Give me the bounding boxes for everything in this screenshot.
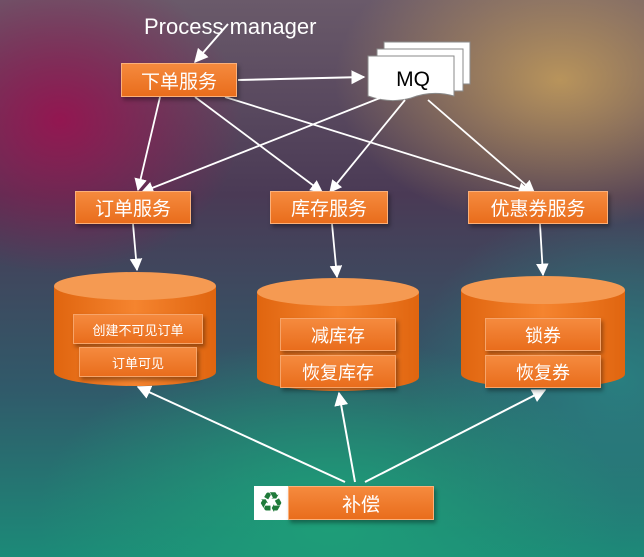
title-pointer-arrow: [194, 23, 229, 64]
order-db-step-visible: 订单可见: [79, 347, 197, 377]
arrow-compensate-to-order-db: [136, 385, 346, 483]
order-service-box: 订单服务: [75, 191, 191, 224]
arrow-coupon-to-db: [536, 223, 549, 277]
arrow-top-to-order: [134, 96, 161, 192]
inventory-db-step-decrease: 减库存: [280, 318, 396, 351]
compensate-box: 补偿: [288, 486, 434, 520]
arrow-top-to-inventory: [194, 96, 324, 193]
arrow-inventory-to-db: [329, 223, 343, 279]
inventory-db-step-restore: 恢复库存: [280, 355, 396, 388]
coupon-service-box: 优惠券服务: [468, 191, 608, 224]
arrow-order-to-db: [129, 223, 143, 272]
arrow-top-to-mq: [237, 70, 366, 85]
coupon-db-step-lock: 锁券: [485, 318, 601, 351]
arrow-mq-to-order: [140, 97, 381, 194]
inventory-service-box: 库存服务: [270, 191, 388, 224]
arrow-mq-to-coupon: [427, 99, 535, 193]
diagram-title: Process manager: [144, 14, 317, 39]
arrow-mq-to-inventory: [329, 99, 406, 193]
recycle-icon: ♻: [254, 486, 288, 520]
top-service-box: 下单服务: [121, 63, 237, 97]
mq-label: MQ: [396, 68, 430, 91]
arrow-compensate-to-coupon-db: [364, 389, 547, 483]
coupon-db-step-restore: 恢复券: [485, 355, 601, 388]
order-db-step-create-invisible: 创建不可见订单: [73, 314, 203, 344]
arrow-compensate-to-inventory-db: [334, 391, 356, 483]
arrow-top-to-coupon: [224, 96, 532, 195]
